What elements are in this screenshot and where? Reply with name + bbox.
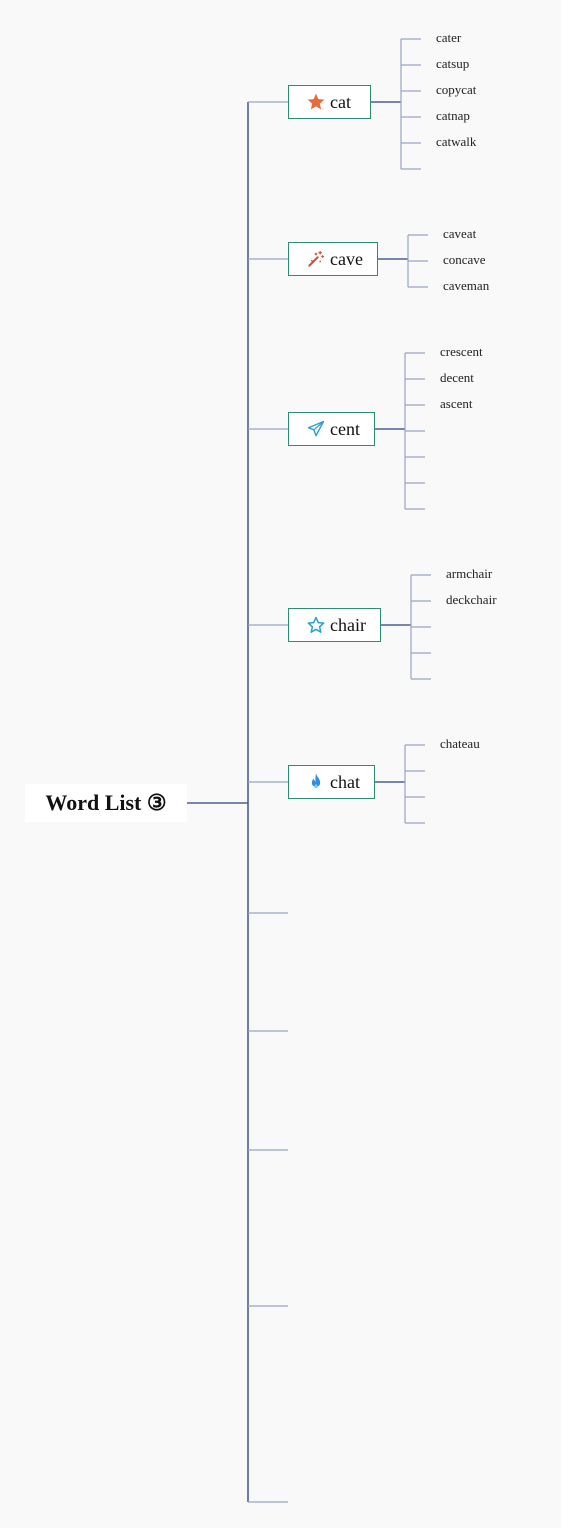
topic-node-cave[interactable]: cave <box>288 242 378 276</box>
topic-node-cat[interactable]: cat <box>288 85 371 119</box>
root-topic[interactable]: Word List ③ <box>25 784 187 822</box>
leaf-word-catnap[interactable]: catnap <box>436 108 470 123</box>
magic-wand-icon <box>306 249 326 269</box>
leaf-word-concave[interactable]: concave <box>443 252 486 267</box>
leaf-word-catsup[interactable]: catsup <box>436 56 470 71</box>
leaf-word-caveman[interactable]: caveman <box>443 278 490 293</box>
topic-label: chat <box>330 771 360 792</box>
leaf-word-ascent[interactable]: ascent <box>440 396 473 411</box>
root-label: Word List ③ <box>45 790 167 815</box>
leaf-word-decent[interactable]: decent <box>440 370 474 385</box>
leaf-word-caveat[interactable]: caveat <box>443 226 477 241</box>
topic-label: cave <box>330 248 363 269</box>
topic-node-cent[interactable]: cent <box>288 412 375 446</box>
topic-node-chair[interactable]: chair <box>288 608 381 642</box>
topic-node-chat[interactable]: chat <box>288 765 375 799</box>
leaf-word-armchair[interactable]: armchair <box>446 566 493 581</box>
leaf-word-deckchair[interactable]: deckchair <box>446 592 497 607</box>
flame-icon <box>306 772 326 792</box>
paper-plane-icon <box>306 419 326 439</box>
leaf-word-catwalk[interactable]: catwalk <box>436 134 477 149</box>
topic-label: cat <box>330 91 351 112</box>
star-filled-icon <box>306 92 326 112</box>
leaf-word-cater[interactable]: cater <box>436 30 462 45</box>
star-outline-icon <box>306 615 326 635</box>
topic-label: chair <box>330 614 366 635</box>
leaf-word-crescent[interactable]: crescent <box>440 344 483 359</box>
leaf-word-chateau[interactable]: chateau <box>440 736 480 751</box>
leaf-word-copycat[interactable]: copycat <box>436 82 477 97</box>
topic-label: cent <box>330 418 360 439</box>
